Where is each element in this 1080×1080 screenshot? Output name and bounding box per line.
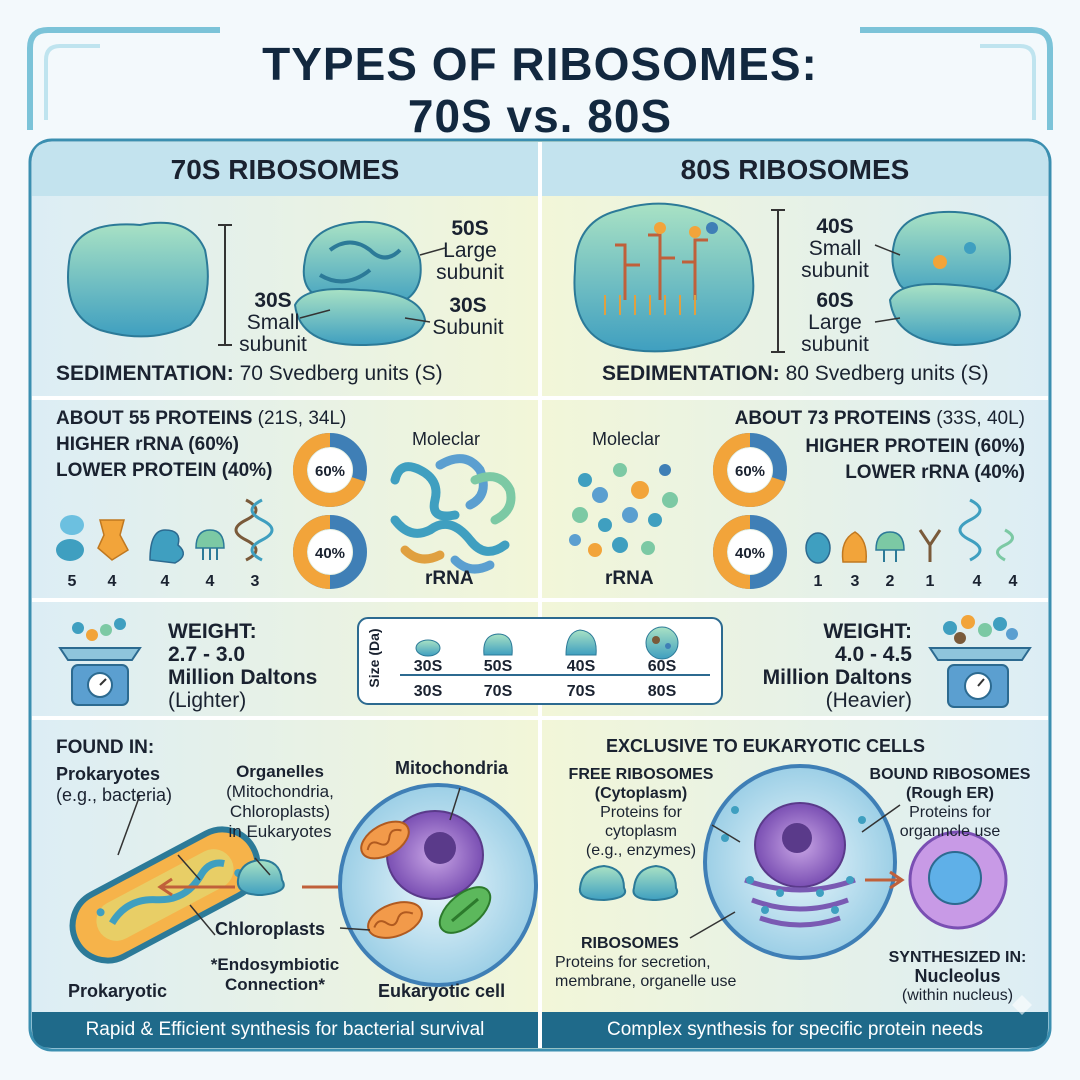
size-axis-label: Size (Da) — [366, 628, 382, 688]
found-in: FOUND IN: — [56, 737, 155, 758]
lower-rrna-80s: LOWER rRNA (40%) — [845, 462, 1025, 483]
higher-protein-80s: HIGHER PROTEIN (60%) — [805, 436, 1025, 457]
count-70s-1: 5 — [67, 573, 77, 590]
count-80s-5: 4 — [972, 573, 982, 590]
prokaryotes-label: Prokaryotes (e.g., bacteria) — [56, 764, 173, 805]
endosymbiotic-label: *Endosymbiotic Connection* — [210, 955, 340, 994]
count-70s-2: 4 — [107, 573, 117, 590]
proteins-80s: ABOUT 73 PROTEINS (33S, 40L) — [734, 408, 1025, 429]
prokaryotic-label: Prokaryotic — [68, 981, 168, 1001]
size-top-2: 50S — [483, 658, 513, 675]
size-bottom-1: 30S — [413, 683, 443, 700]
molecular-70s: Moleclar — [412, 429, 481, 449]
count-80s-3: 2 — [885, 573, 895, 590]
exclusive-heading: EXCLUSIVE TO EUKARYOTIC CELLS — [606, 736, 926, 756]
sedimentation-80s: SEDIMENTATION: 80 Svedberg units (S) — [602, 362, 989, 385]
title-line-1: TYPES OF RIBOSOMES: — [262, 38, 818, 90]
size-bottom-3: 70S — [566, 683, 596, 700]
donut-top-80s-label: 60% — [734, 463, 766, 480]
donut-top-70s-label: 60% — [314, 463, 346, 480]
rrna-70s: rRNA — [425, 568, 474, 589]
count-70s-4: 4 — [205, 573, 215, 590]
count-70s-3: 4 — [160, 573, 170, 590]
label-30s-small: 30S Small subunit — [239, 289, 307, 356]
bound-ribosomes-label: BOUND RIBOSOMES (Rough ER) Proteins for … — [869, 766, 1031, 840]
ribosomes-label: RIBOSOMES Proteins for secretion, membra… — [555, 935, 737, 990]
page-title: TYPES OF RIBOSOMES: 70S vs. 80S — [0, 38, 1080, 142]
label-50s: 50S Large subunit — [436, 217, 504, 284]
footer-70s: Rapid & Efficient synthesis for bacteria… — [85, 1019, 485, 1040]
size-top-4: 60S — [647, 658, 677, 675]
count-80s-1: 1 — [813, 573, 823, 590]
heading-80s: 80S RIBOSOMES — [680, 154, 910, 185]
count-80s-4: 1 — [925, 573, 935, 590]
title-line-2: 70S vs. 80S — [407, 90, 673, 142]
sedimentation-70s: SEDIMENTATION: 70 Svedberg units (S) — [56, 362, 443, 385]
size-bottom-4: 80S — [647, 683, 677, 700]
donut-bottom-70s-label: 40% — [314, 545, 346, 562]
proteins-70s: ABOUT 55 PROTEINS (21S, 34L) — [56, 408, 347, 429]
higher-rrna-70s: HIGHER rRNA (60%) — [56, 434, 239, 455]
label-40s: 40S Small subunit — [801, 215, 869, 282]
size-top-1: 30S — [413, 658, 443, 675]
size-axis: Size (Da) — [362, 620, 386, 702]
lower-protein-70s: LOWER PROTEIN (40%) — [56, 460, 273, 481]
organelles-label: Organelles (Mitochondria, Chloroplasts) … — [226, 762, 334, 841]
size-top-3: 40S — [566, 658, 596, 675]
weight-80s: WEIGHT: 4.0 - 4.5 Million Daltons (Heavi… — [762, 620, 912, 712]
count-80s-2: 3 — [850, 573, 860, 590]
size-bottom-2: 70S — [483, 683, 513, 700]
molecular-80s: Moleclar — [592, 429, 661, 449]
count-80s-6: 4 — [1008, 573, 1018, 590]
eukaryotic-cell-label: Eukaryotic cell — [378, 981, 506, 1001]
mitochondria-label: Mitochondria — [395, 758, 508, 778]
footer-80s: Complex synthesis for specific protein n… — [607, 1019, 983, 1040]
donut-bottom-80s-label: 40% — [734, 545, 766, 562]
label-60s: 60S Large subunit — [801, 289, 869, 356]
count-70s-5: 3 — [250, 573, 260, 590]
free-ribosomes-label: FREE RIBOSOMES (Cytoplasm) Proteins for … — [568, 766, 714, 859]
rrna-80s: rRNA — [605, 568, 654, 589]
chloroplasts-label: Chloroplasts — [215, 919, 326, 939]
weight-70s: WEIGHT: 2.7 - 3.0 Million Daltons (Light… — [168, 620, 318, 712]
label-30s-subunit: 30S Subunit — [432, 294, 504, 339]
synthesized-label: SYNTHESIZED IN: Nucleolus (within nucleu… — [888, 949, 1027, 1004]
heading-70s: 70S RIBOSOMES — [170, 154, 400, 185]
